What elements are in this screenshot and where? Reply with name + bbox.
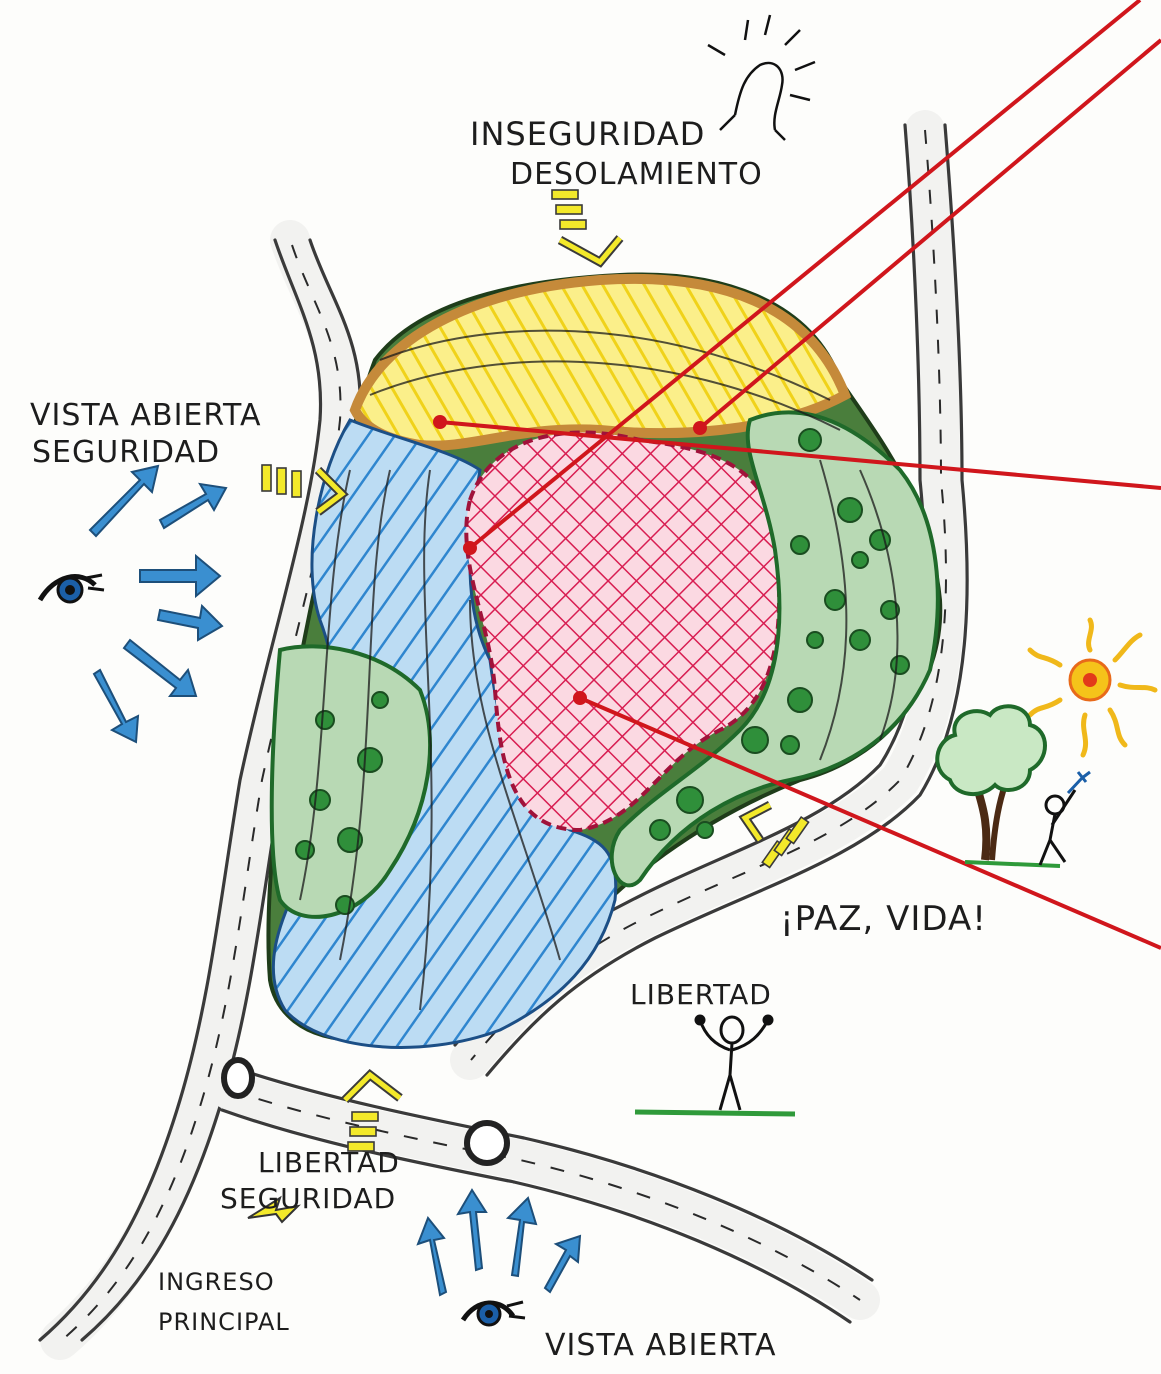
label-ingreso: INGRESO: [158, 1268, 275, 1296]
label-paz-vida: ¡PAZ, VIDA!: [780, 899, 987, 939]
arrow-icon: [418, 1218, 446, 1295]
arrow-icon: [160, 484, 226, 528]
arrow-icon: [94, 670, 138, 742]
eye-icon: [40, 575, 104, 602]
roundabout-left: [224, 1060, 252, 1096]
label-principal: PRINCIPAL: [158, 1308, 290, 1336]
label-seguridad-bottom: SEGURIDAD: [220, 1182, 396, 1215]
eye-icon: [463, 1302, 525, 1325]
arrow-icon: [140, 556, 220, 596]
marker-dot-central: [463, 541, 477, 555]
arrow-icon: [458, 1190, 486, 1270]
view-arrows-bottom: [418, 1190, 580, 1295]
marker-dot-upper: [433, 415, 447, 429]
arrow-icon: [508, 1198, 536, 1276]
roundabout-bottom: [467, 1123, 507, 1163]
arrow-icon: [545, 1236, 580, 1292]
label-seguridad-left: SEGURIDAD: [32, 435, 220, 470]
label-vista-abierta-bottom: VISTA ABIERTA: [545, 1328, 777, 1363]
arrow-icon: [124, 640, 196, 696]
person-with-butterfly-icon: [1040, 772, 1090, 865]
person-icon: [635, 1016, 795, 1114]
sun-icon: [1030, 620, 1155, 755]
thumb-down-icon: [708, 15, 815, 140]
label-libertad-bottom: LIBERTAD: [258, 1146, 400, 1179]
label-libertad: LIBERTAD: [630, 978, 772, 1011]
tree-icon: [937, 706, 1060, 866]
entry-marker-top: [552, 190, 620, 262]
label-desolamiento: DESOLAMIENTO: [510, 157, 763, 192]
marker-dot-central-lower: [573, 691, 587, 705]
view-arrows-left: [90, 466, 226, 742]
label-vista-abierta-left: VISTA ABIERTA: [30, 398, 262, 433]
marker-dot-upper-right: [693, 421, 707, 435]
arrow-icon: [158, 606, 222, 640]
arrow-icon: [90, 466, 158, 536]
label-inseguridad: INSEGURIDAD: [470, 115, 705, 153]
